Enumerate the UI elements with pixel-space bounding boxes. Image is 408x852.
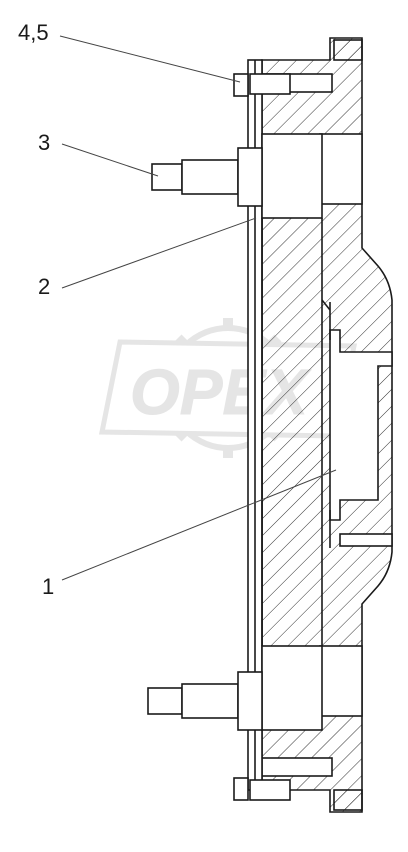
leader-4-5 [59,35,241,83]
leader-1 [61,469,337,581]
cover-plate-part-2 [247,59,331,791]
leader-3 [61,143,159,177]
bolt-part-4-5 [233,73,291,801]
housing-part-1 [261,37,393,813]
leader-2 [61,217,257,289]
stud-part-3 [147,147,263,731]
callout-1: 1 [42,574,54,599]
leader-lines [59,35,337,581]
callout-4-5: 4,5 [18,20,49,45]
callout-2: 2 [38,274,50,299]
callout-3: 3 [38,130,50,155]
